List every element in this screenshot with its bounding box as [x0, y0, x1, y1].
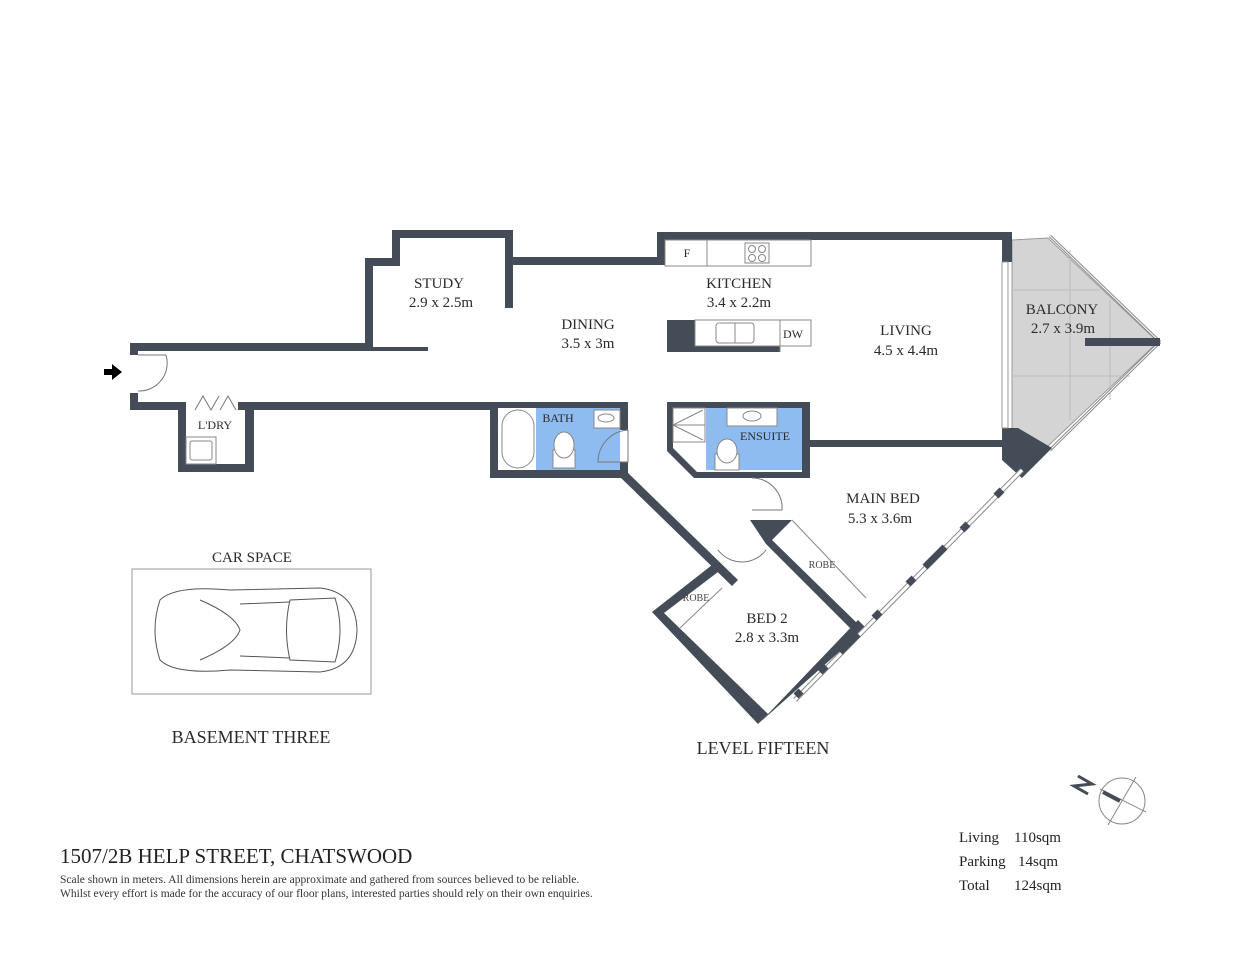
balcony-label: BALCONY: [1026, 302, 1099, 318]
bath-label: BATH: [542, 411, 574, 425]
area-label: Living: [959, 830, 999, 846]
study-size: 2.9 x 2.5m: [409, 295, 474, 311]
area-label: Total: [959, 878, 990, 894]
bed2-robe-label: ROBE: [683, 593, 710, 604]
kitchen-size: 3.4 x 2.2m: [707, 295, 772, 311]
doors: [137, 354, 783, 563]
walls: [130, 230, 1160, 724]
window-mullions: [793, 487, 1005, 699]
main-bed-size: 5.3 x 3.6m: [848, 511, 913, 527]
compass-icon: [1069, 774, 1147, 826]
dining-size: 3.5 x 3m: [562, 336, 615, 352]
car-icon: [154, 587, 358, 673]
dishwasher-label: DW: [783, 327, 804, 341]
disclaimer-line-2: Whilst every effort is made for the accu…: [60, 888, 593, 900]
laundry-label: L'DRY: [198, 418, 233, 432]
entry-arrow-icon: [104, 364, 122, 380]
car-space-label: CAR SPACE: [212, 550, 292, 566]
main-robe-label: ROBE: [809, 560, 836, 571]
balcony-size: 2.7 x 3.9m: [1031, 321, 1096, 337]
area-value: 110sqm: [1014, 830, 1061, 846]
dining-label: DINING: [561, 317, 614, 333]
car-space-outline: [131, 568, 372, 695]
area-value: 14sqm: [1018, 854, 1059, 870]
address-title: 1507/2B HELP STREET, CHATSWOOD: [60, 844, 413, 868]
fixtures: [185, 239, 867, 629]
area-label: Parking: [959, 854, 1006, 870]
fridge-label: F: [684, 246, 691, 260]
study-label: STUDY: [414, 276, 464, 292]
disclaimer-line-1: Scale shown in meters. All dimensions he…: [60, 874, 580, 886]
balcony-tiles: [1012, 250, 1130, 420]
kitchen-label: KITCHEN: [706, 276, 772, 292]
compass-north-letter: [1069, 774, 1097, 796]
level-label: LEVEL FIFTEEN: [697, 738, 830, 758]
bed2-size: 2.8 x 3.3m: [735, 630, 800, 646]
living-size: 4.5 x 4.4m: [874, 343, 939, 359]
living-label: LIVING: [880, 323, 932, 339]
bed2-label: BED 2: [746, 611, 787, 627]
area-row-living: Living 110sqm: [959, 830, 1061, 847]
area-value: 124sqm: [1014, 878, 1062, 894]
main-bed-label: MAIN BED: [846, 491, 920, 507]
ensuite-label: ENSUITE: [740, 429, 790, 443]
area-row-parking: Parking 14sqm: [959, 854, 1058, 871]
basement-label: BASEMENT THREE: [172, 727, 331, 747]
area-row-total: Total 124sqm: [959, 878, 1062, 895]
